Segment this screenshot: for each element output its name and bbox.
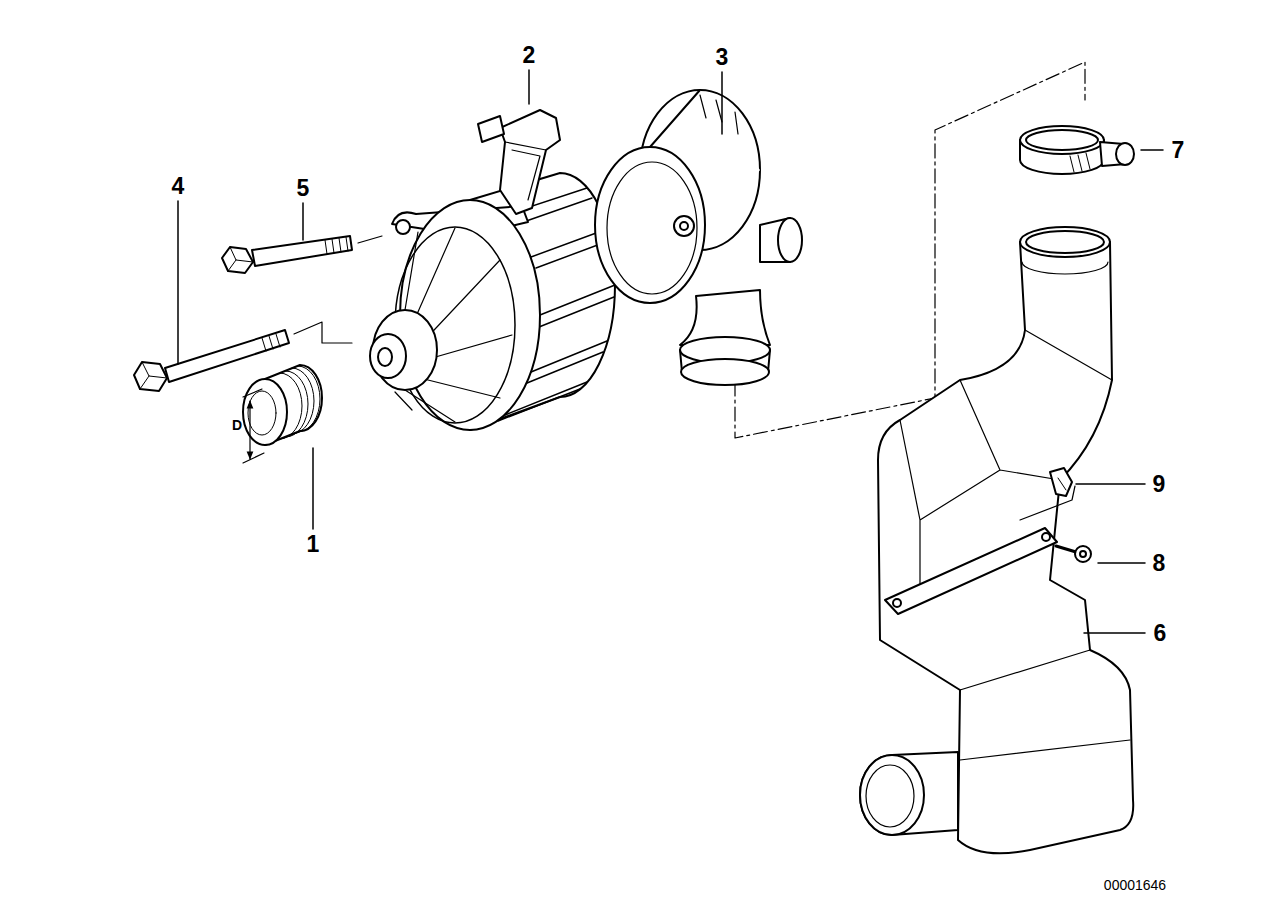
screw — [1075, 546, 1091, 562]
bolt — [252, 236, 352, 266]
guide-line — [1020, 486, 1075, 520]
callout-number: 2 — [523, 44, 536, 67]
regulator — [478, 116, 504, 142]
callout-number: 1 — [307, 533, 320, 556]
leader-line — [1084, 632, 1145, 634]
dimension-line — [243, 389, 264, 463]
bolt — [228, 247, 253, 271]
leader-line — [528, 70, 530, 104]
leader-line — [302, 203, 304, 240]
screw — [1056, 546, 1091, 562]
bolt — [134, 362, 167, 391]
dimension-label: D — [232, 418, 242, 432]
leader-line — [1098, 562, 1145, 564]
clip-nut — [1050, 468, 1072, 496]
guide-line — [294, 322, 352, 343]
air-cowl — [778, 218, 802, 262]
callout-number: 3 — [716, 46, 729, 69]
air-duct — [860, 755, 924, 835]
air-cowl — [680, 222, 688, 230]
air-cowl — [607, 162, 697, 294]
alternator — [378, 348, 392, 366]
hose-clamp — [1070, 153, 1090, 172]
guide-line — [294, 236, 382, 343]
regulator — [500, 110, 560, 214]
bolt — [165, 330, 289, 382]
alternator — [396, 220, 410, 234]
mounting-flange — [893, 599, 901, 607]
air-cowl — [700, 95, 738, 134]
callout-number: 4 — [172, 175, 185, 198]
bolt — [325, 237, 348, 254]
leader-line — [178, 70, 1163, 633]
bolt — [262, 334, 280, 351]
hose-clamp — [1026, 130, 1098, 150]
air-duct — [860, 752, 958, 835]
bolt — [134, 236, 352, 391]
bolt — [140, 362, 167, 389]
leader-line — [312, 448, 314, 529]
leader-line — [721, 72, 723, 134]
guide-line — [1020, 486, 1075, 520]
screw — [1056, 546, 1076, 552]
regulator — [478, 110, 560, 214]
callout-number: 6 — [1154, 622, 1167, 645]
callout-number: 5 — [297, 177, 310, 200]
clip-nut — [1058, 478, 1066, 490]
mounting-flange — [885, 528, 1057, 614]
hose-clamp — [1116, 143, 1134, 165]
pulley — [248, 391, 276, 435]
pulley — [243, 365, 322, 445]
dimension-line — [249, 401, 250, 459]
drawing-number: 00001646 — [1104, 878, 1166, 892]
bolt — [222, 247, 253, 273]
air-duct — [860, 227, 1133, 853]
mounting-flange — [1042, 533, 1050, 541]
air-cowl — [674, 216, 694, 236]
hose-clamp — [1020, 126, 1104, 154]
air-duct — [960, 650, 1130, 760]
guide-line — [358, 236, 382, 243]
air-cowl — [595, 90, 802, 385]
callout-number: 8 — [1153, 552, 1166, 575]
mounting-flange — [885, 528, 1057, 614]
alternator — [370, 334, 406, 378]
air-cowl — [595, 147, 705, 303]
screw — [1080, 551, 1086, 557]
regulator — [505, 142, 546, 200]
leader-line — [177, 201, 179, 364]
callout-number: 7 — [1172, 139, 1185, 162]
hose-clamp — [1020, 126, 1134, 174]
air-duct — [1022, 262, 1108, 274]
air-cowl — [681, 359, 769, 385]
alternator — [370, 173, 615, 430]
clip-nut — [1050, 468, 1072, 496]
air-duct — [1026, 231, 1104, 253]
leader-line — [1141, 149, 1163, 151]
callout-number: 9 — [1153, 473, 1166, 496]
leader-line — [1076, 483, 1145, 485]
air-duct — [866, 765, 914, 827]
dimension-line — [243, 389, 264, 463]
air-duct — [1020, 227, 1110, 257]
